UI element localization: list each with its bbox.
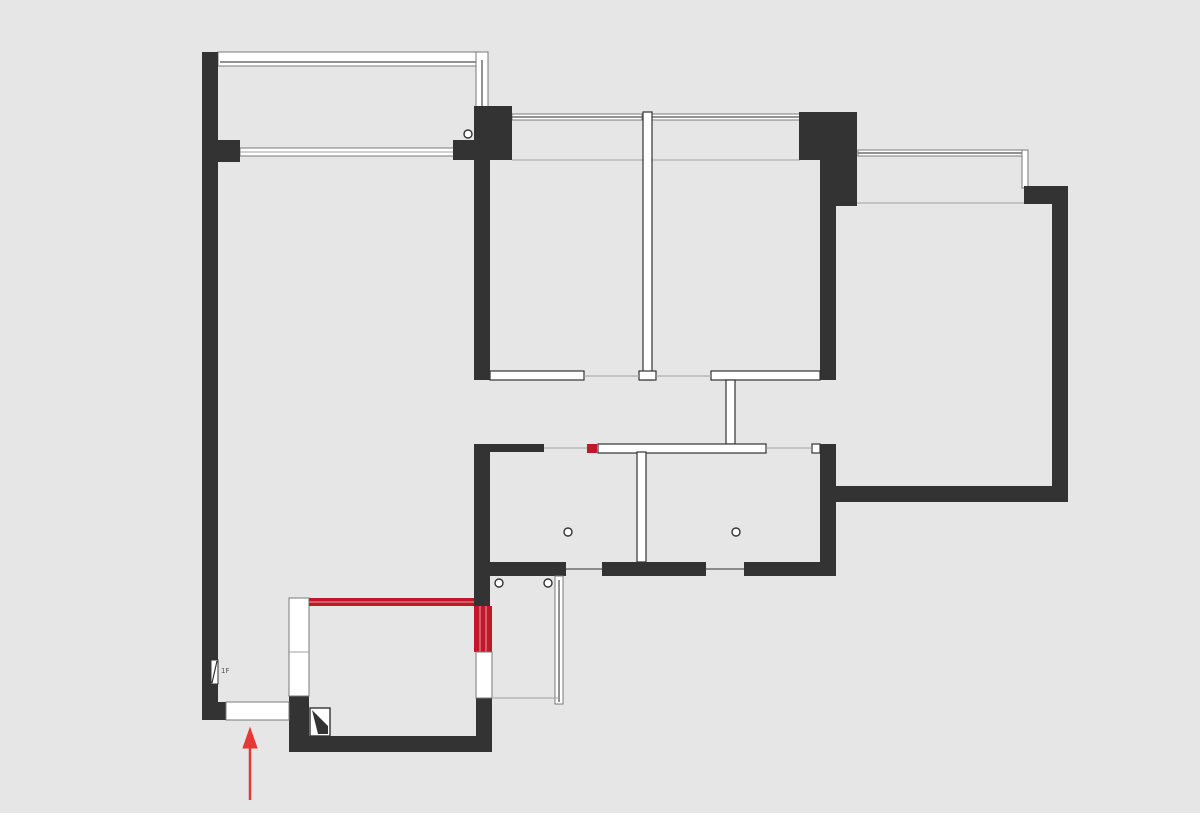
right-room-right-wall: [1052, 186, 1068, 502]
bedroom-window-top: [511, 113, 801, 161]
bath-right-wall: [820, 444, 836, 576]
bath-top-wall-right: [811, 443, 821, 454]
bath-bottom-left: [474, 562, 566, 576]
bath-divider: [636, 451, 647, 563]
drain-icon: [731, 527, 741, 537]
kitchen-window-left: [288, 597, 310, 697]
left-wall: [202, 52, 218, 720]
bedroom-bottom-wall-a: [489, 370, 585, 381]
utility-area: [492, 575, 564, 705]
window-frame-post: [1021, 149, 1029, 189]
pillar-stub: [453, 140, 477, 160]
right-room-bottom-wall: [820, 486, 1068, 502]
kitchen-bottom-wall: [289, 736, 492, 752]
balcony-window-lower: [239, 147, 455, 157]
bedroom-right-wall: [820, 112, 836, 380]
arrow-up-icon: [242, 726, 258, 800]
left-wall-bottom-cap: [202, 702, 226, 720]
interior-partitions: [489, 111, 821, 570]
bedroom-bottom-wall-c: [710, 370, 821, 381]
kitchen-counter-side: [474, 606, 492, 652]
right-room-window: [836, 149, 1029, 204]
drain-icon: [494, 578, 504, 588]
kitchen-right-window: [475, 651, 493, 699]
bath-top-wall: [597, 443, 767, 454]
bedroom-divider: [642, 111, 653, 381]
bath-bottom-wall-b: [744, 562, 836, 576]
bath-left-wall: [474, 444, 490, 608]
door-swing-line: [211, 660, 218, 684]
exterior-walls: [202, 52, 1068, 752]
bath-top-left-stub: [474, 444, 544, 452]
corridor-post: [725, 379, 736, 445]
circle-icon: [463, 129, 473, 139]
drain-icon: [543, 578, 553, 588]
small-label: 1F: [221, 667, 229, 675]
accent-small: [587, 444, 597, 453]
entrance-threshold: [225, 701, 290, 721]
flue-diagonal: [312, 710, 328, 734]
bath-bottom-wall-a: [602, 562, 706, 576]
kitchen-right-wall: [476, 698, 492, 752]
left-wall-stub: [202, 140, 240, 162]
kitchen: [288, 444, 597, 737]
bedroom-left-wall: [474, 106, 490, 380]
bedroom-bottom-wall-b: [638, 370, 657, 381]
window-frame: [217, 51, 489, 67]
balcony-window-top: [217, 51, 489, 109]
drain-icon: [563, 527, 573, 537]
entrance: 1F: [210, 659, 290, 721]
